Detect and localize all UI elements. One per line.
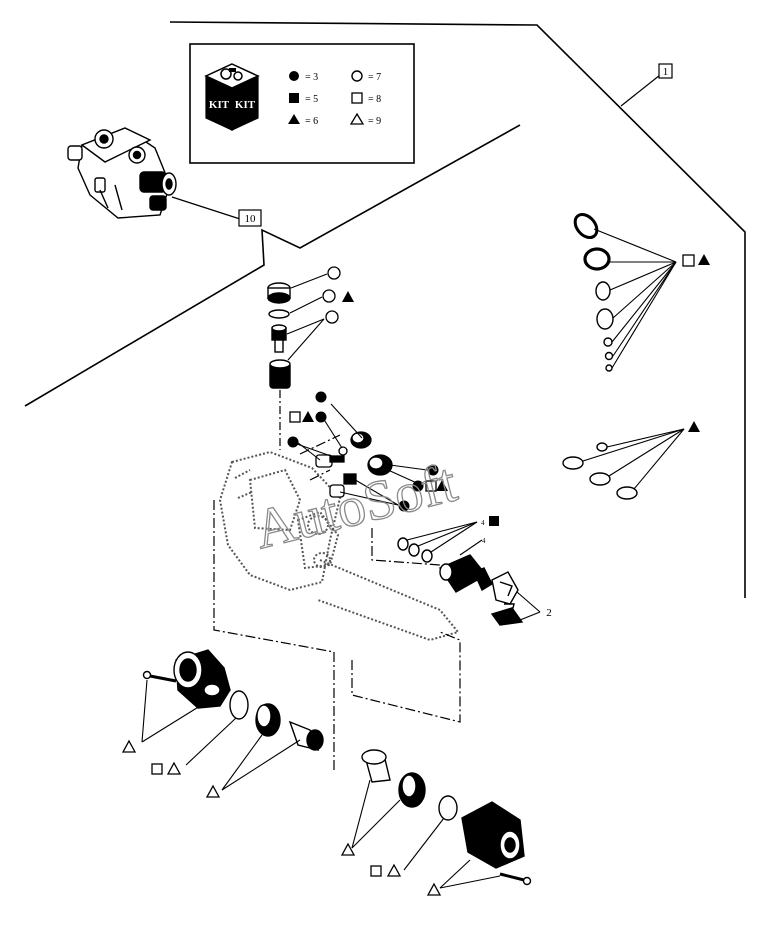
- legend-value-filled-circle: = 3: [305, 72, 318, 83]
- body-leaders: [296, 403, 428, 506]
- open-circle-icon: [325, 310, 339, 324]
- filled-triangle-icon: [342, 291, 354, 302]
- filled-triangle-icon: [698, 254, 710, 265]
- kit-label-left: KIT: [209, 99, 230, 111]
- kit-box-icon: KIT KIT: [204, 63, 260, 131]
- plug-leaders: [406, 521, 483, 556]
- filled-circle-icon: [315, 411, 327, 423]
- callout-2-label: 2: [546, 607, 552, 619]
- top-stack-leaders: [286, 273, 328, 361]
- callout-2: 2: [516, 591, 552, 621]
- open-square-icon: [425, 480, 437, 492]
- filled-square-icon: [489, 516, 499, 526]
- cap-assembly-right: [361, 749, 532, 886]
- filled-triangle-icon: [688, 421, 700, 432]
- open-square-icon: [289, 411, 301, 423]
- group-1-boundary: [24, 21, 746, 598]
- open-square-icon: [682, 254, 695, 267]
- legend-value-filled-square: = 5: [305, 94, 318, 105]
- callout-1: 1: [620, 63, 673, 107]
- coupler-item-2: [490, 571, 524, 626]
- filled-circle-icon: [287, 436, 299, 448]
- open-square-icon: [151, 763, 163, 775]
- seal-set-upper: [573, 212, 614, 372]
- filled-triangle-icon: [302, 411, 314, 422]
- callout-10: 10: [171, 196, 262, 227]
- seal-set-lower: [562, 442, 638, 500]
- filled-circle-icon: [398, 500, 410, 512]
- legend-value-open-triangle: = 9: [368, 116, 381, 127]
- filled-circle-icon: [315, 391, 327, 403]
- top-relief-stack: [267, 282, 291, 389]
- filled-triangle-icon: [288, 114, 300, 124]
- filled-triangle-icon: [436, 480, 448, 491]
- kit-label-right: KIT: [235, 99, 256, 111]
- seal-set-lower-leaders: [582, 428, 685, 490]
- callout-10-label: 10: [245, 213, 257, 225]
- open-triangle-icon: [349, 112, 365, 125]
- legend-value-open-circle: = 7: [368, 72, 381, 83]
- open-triangle-icon: [340, 842, 356, 856]
- open-triangle-icon: [205, 784, 221, 798]
- filled-square-icon: [289, 93, 299, 103]
- legend-value-filled-triangle: = 6: [305, 116, 318, 127]
- valve-assembly-10: [67, 127, 177, 219]
- open-circle-icon: [322, 289, 336, 303]
- svg-text:4: 4: [481, 519, 485, 527]
- open-circle-icon: [351, 70, 363, 82]
- kit-legend: KIT KIT = 3 = 7 = 5 = 8 = 6 = 9: [189, 43, 415, 164]
- watermark-text: AutoSoft: [248, 451, 463, 561]
- open-square-icon: [351, 92, 363, 104]
- legend-value-open-square: = 8: [368, 94, 381, 105]
- seal-set-upper-leaders: [593, 228, 677, 369]
- open-circle-icon: [327, 266, 341, 280]
- callout-1-label: 1: [663, 66, 669, 78]
- open-triangle-icon: [121, 739, 137, 753]
- assembly-lines: [213, 434, 461, 770]
- svg-text:4: 4: [482, 537, 486, 545]
- filled-circle-icon: [427, 464, 439, 476]
- valve-body-outline: [218, 450, 460, 642]
- open-square-icon: [370, 865, 382, 877]
- plug-seals: [397, 537, 433, 563]
- cap-right-leaders: [351, 779, 501, 889]
- filled-circle-icon: [412, 480, 424, 492]
- cap-assembly-left: [142, 649, 324, 752]
- poppet-parts: [315, 431, 393, 498]
- open-triangle-icon: [166, 761, 182, 775]
- open-triangle-icon: [386, 863, 402, 877]
- cap-left-leaders: [141, 679, 301, 791]
- open-triangle-icon: [426, 882, 442, 896]
- threaded-plug: [438, 554, 493, 593]
- filled-circle-icon: [289, 71, 299, 81]
